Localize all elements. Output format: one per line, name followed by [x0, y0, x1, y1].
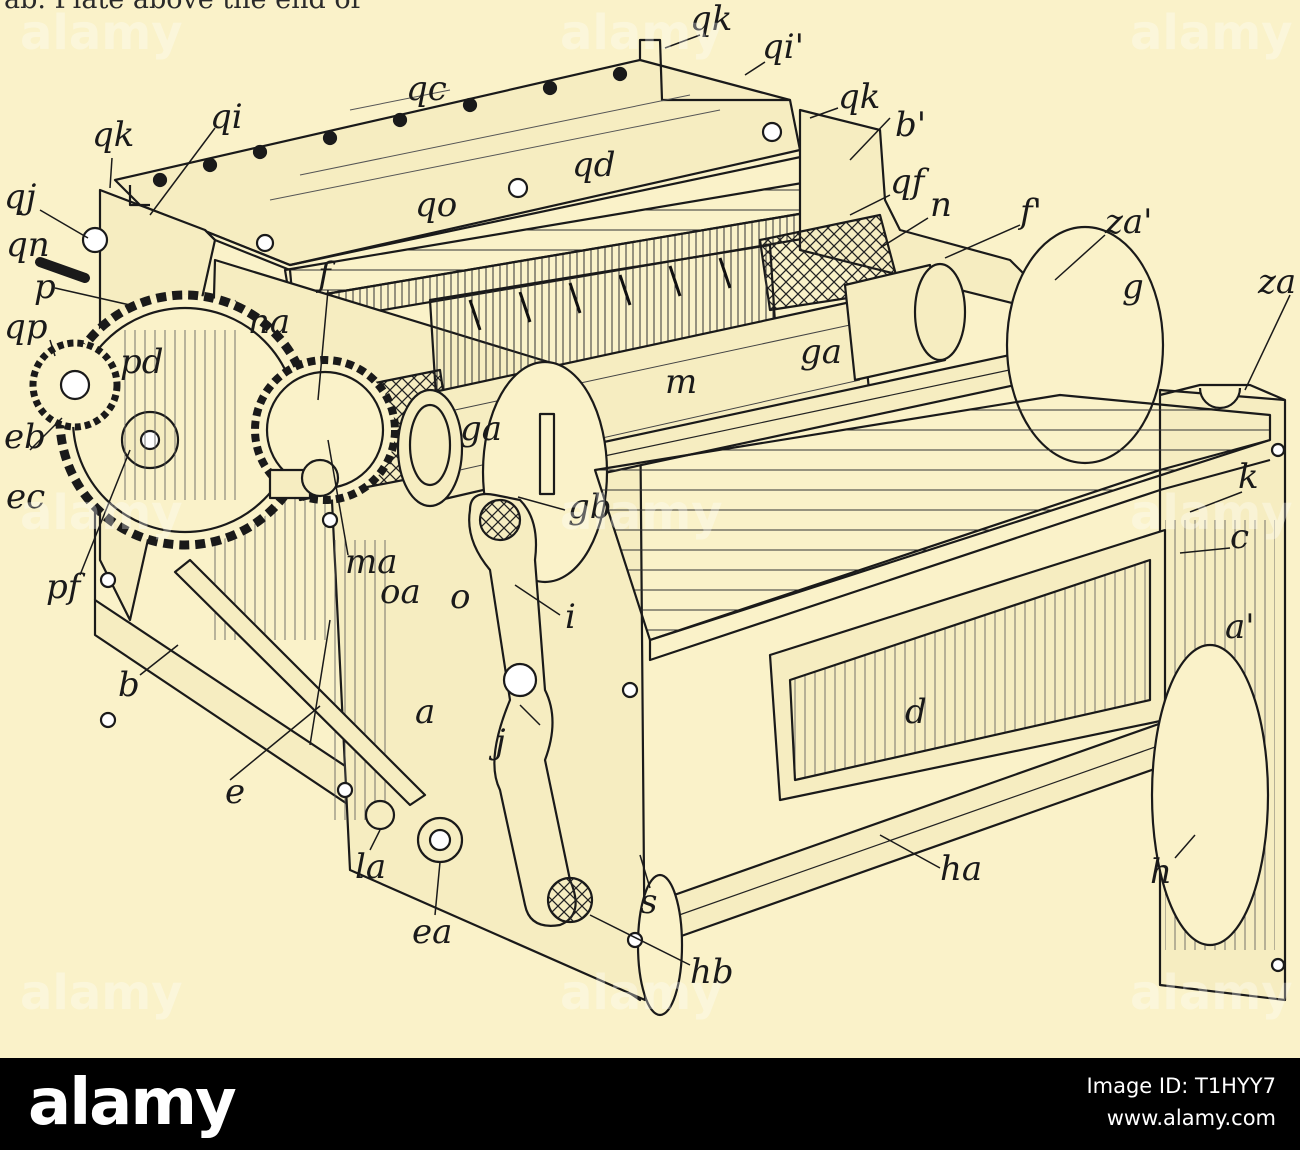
gear-qp [29, 339, 121, 431]
label-a-prime: a' [1225, 607, 1255, 647]
disc-h [1150, 643, 1270, 947]
label-s: s [640, 882, 658, 922]
site-url[interactable]: www.alamy.com [1106, 1106, 1276, 1130]
handle-qn [35, 226, 109, 283]
label-pd: pd [120, 342, 164, 382]
leader-lines [29, 34, 1291, 966]
housing-bolts [152, 66, 783, 253]
stock-footer: alamy Image ID: T1HYY7 www.alamy.com [0, 1058, 1300, 1150]
label-f: f [318, 255, 331, 295]
label-qi-prime: qi' [762, 27, 804, 67]
drum-right [843, 262, 967, 382]
gear-pd [55, 290, 315, 550]
label-n: n [930, 185, 952, 225]
label-qn: qn [6, 225, 50, 265]
label-b: b [118, 665, 140, 705]
label-oa: oa [380, 572, 421, 612]
label-qp: qp [4, 307, 48, 347]
label-g: g [1122, 267, 1144, 307]
label-za-prime: za' [1105, 202, 1153, 242]
caption-text: ab. Plate above the end of [4, 0, 361, 15]
label-b-prime: b' [895, 105, 927, 145]
label-qo: qo [415, 185, 458, 225]
label-d: d [905, 692, 927, 732]
lever-arm [468, 492, 594, 927]
label-ea: ea [412, 912, 453, 952]
label-na: na [248, 302, 291, 342]
label-ma: ma [345, 542, 398, 582]
label-la: la [355, 847, 387, 887]
image-id: Image ID: T1HYY7 [1086, 1074, 1276, 1098]
label-f-prime: f' [1020, 192, 1042, 232]
label-ha: ha [940, 849, 983, 889]
label-m: m [665, 362, 698, 402]
label-ga-left: ga [460, 409, 503, 449]
label-gb: gb [568, 487, 612, 527]
label-i: i [565, 597, 576, 637]
label-j: j [495, 722, 506, 762]
label-qi: qi [210, 97, 243, 137]
label-p: p [34, 267, 56, 307]
label-hb: hb [690, 952, 734, 992]
label-h: h [1150, 852, 1172, 892]
feed-table [593, 393, 1272, 662]
label-qf: qf [890, 162, 925, 202]
label-pf: pf [46, 567, 81, 607]
label-eb: eb [4, 417, 46, 457]
connecting-rod-e [173, 558, 464, 864]
label-e: e [225, 772, 246, 812]
diagram-plate: ab. Plate above the end of [0, 0, 1300, 1058]
frame-holes [99, 442, 1286, 973]
label-qk-right: qk [838, 77, 881, 117]
label-c: c [1230, 517, 1250, 557]
label-qk-top: qk [690, 0, 733, 39]
alamy-logo[interactable]: alamy [28, 1066, 237, 1140]
label-k: k [1238, 457, 1259, 497]
label-qj: qj [4, 177, 37, 217]
machine-drawing [29, 34, 1291, 1017]
label-qk-left: qk [92, 115, 135, 155]
label-ga-top: ga [800, 332, 843, 372]
label-qc: qc [406, 69, 447, 109]
label-ec: ec [6, 477, 46, 517]
label-a: a [415, 692, 436, 732]
label-qd: qd [572, 145, 616, 185]
label-za: za [1258, 262, 1297, 302]
gears-na-ma [251, 356, 452, 504]
label-o: o [450, 577, 471, 617]
